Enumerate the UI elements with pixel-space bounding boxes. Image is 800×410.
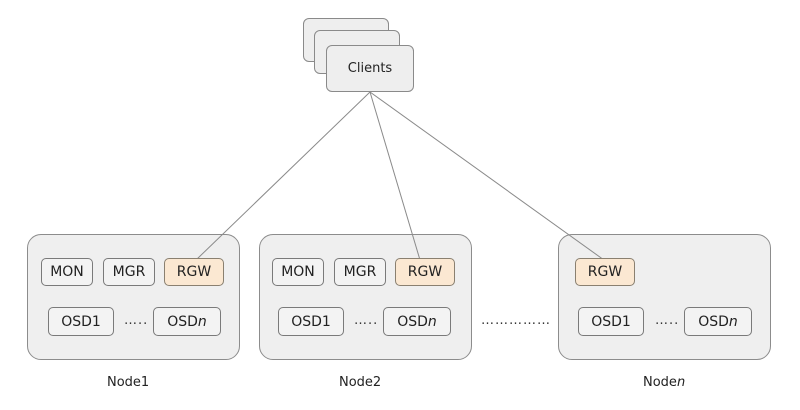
- osd-first-label: OSD1: [61, 313, 101, 330]
- mon-label: MON: [50, 264, 84, 280]
- node-1-osd-ellipsis: …..: [124, 313, 149, 328]
- node-2: [259, 234, 472, 360]
- node-1-mon: MON: [41, 258, 93, 286]
- node-2-osd-first: OSD1: [278, 307, 344, 336]
- rgw-label: RGW: [176, 264, 212, 280]
- node-2-mgr: MGR: [334, 258, 386, 286]
- osd-last-label-main: OSD: [397, 313, 428, 330]
- node-n-label: Noden: [643, 375, 685, 390]
- osd-last-label-suffix: n: [728, 313, 738, 330]
- node-2-osd-ellipsis: …..: [354, 313, 379, 328]
- osd-last-label-suffix: n: [427, 313, 437, 330]
- node-n: [558, 234, 771, 360]
- osd-first-label: OSD1: [591, 313, 631, 330]
- mgr-label: MGR: [112, 264, 146, 280]
- node-label-suffix: n: [676, 375, 686, 390]
- nodes-ellipsis: ……………: [481, 313, 551, 328]
- node-n-rgw: RGW: [575, 258, 635, 286]
- node-1-osd-first: OSD1: [48, 307, 114, 336]
- node-2-mon: MON: [272, 258, 324, 286]
- node-1-rgw: RGW: [164, 258, 224, 286]
- mgr-label: MGR: [343, 264, 377, 280]
- node-label-main: Node1: [107, 375, 150, 390]
- node-1: [27, 234, 240, 360]
- mon-label: MON: [281, 264, 315, 280]
- osd-first-label: OSD1: [291, 313, 331, 330]
- node-label-main: Node2: [339, 375, 382, 390]
- node-2-rgw: RGW: [395, 258, 455, 286]
- osd-last-label-main: OSD: [167, 313, 198, 330]
- clients-label: Clients: [347, 61, 393, 76]
- node-label-main: Node: [643, 375, 677, 390]
- node-2-label: Node2: [339, 375, 381, 390]
- node-n-osd-first: OSD1: [578, 307, 644, 336]
- node-1-mgr: MGR: [103, 258, 155, 286]
- rgw-label: RGW: [587, 264, 623, 280]
- clients-box: Clients: [326, 45, 414, 92]
- rgw-label: RGW: [407, 264, 443, 280]
- osd-last-label-suffix: n: [197, 313, 207, 330]
- node-n-osd-ellipsis: …..: [655, 313, 680, 328]
- node-1-label: Node1: [107, 375, 149, 390]
- osd-last-label-main: OSD: [698, 313, 729, 330]
